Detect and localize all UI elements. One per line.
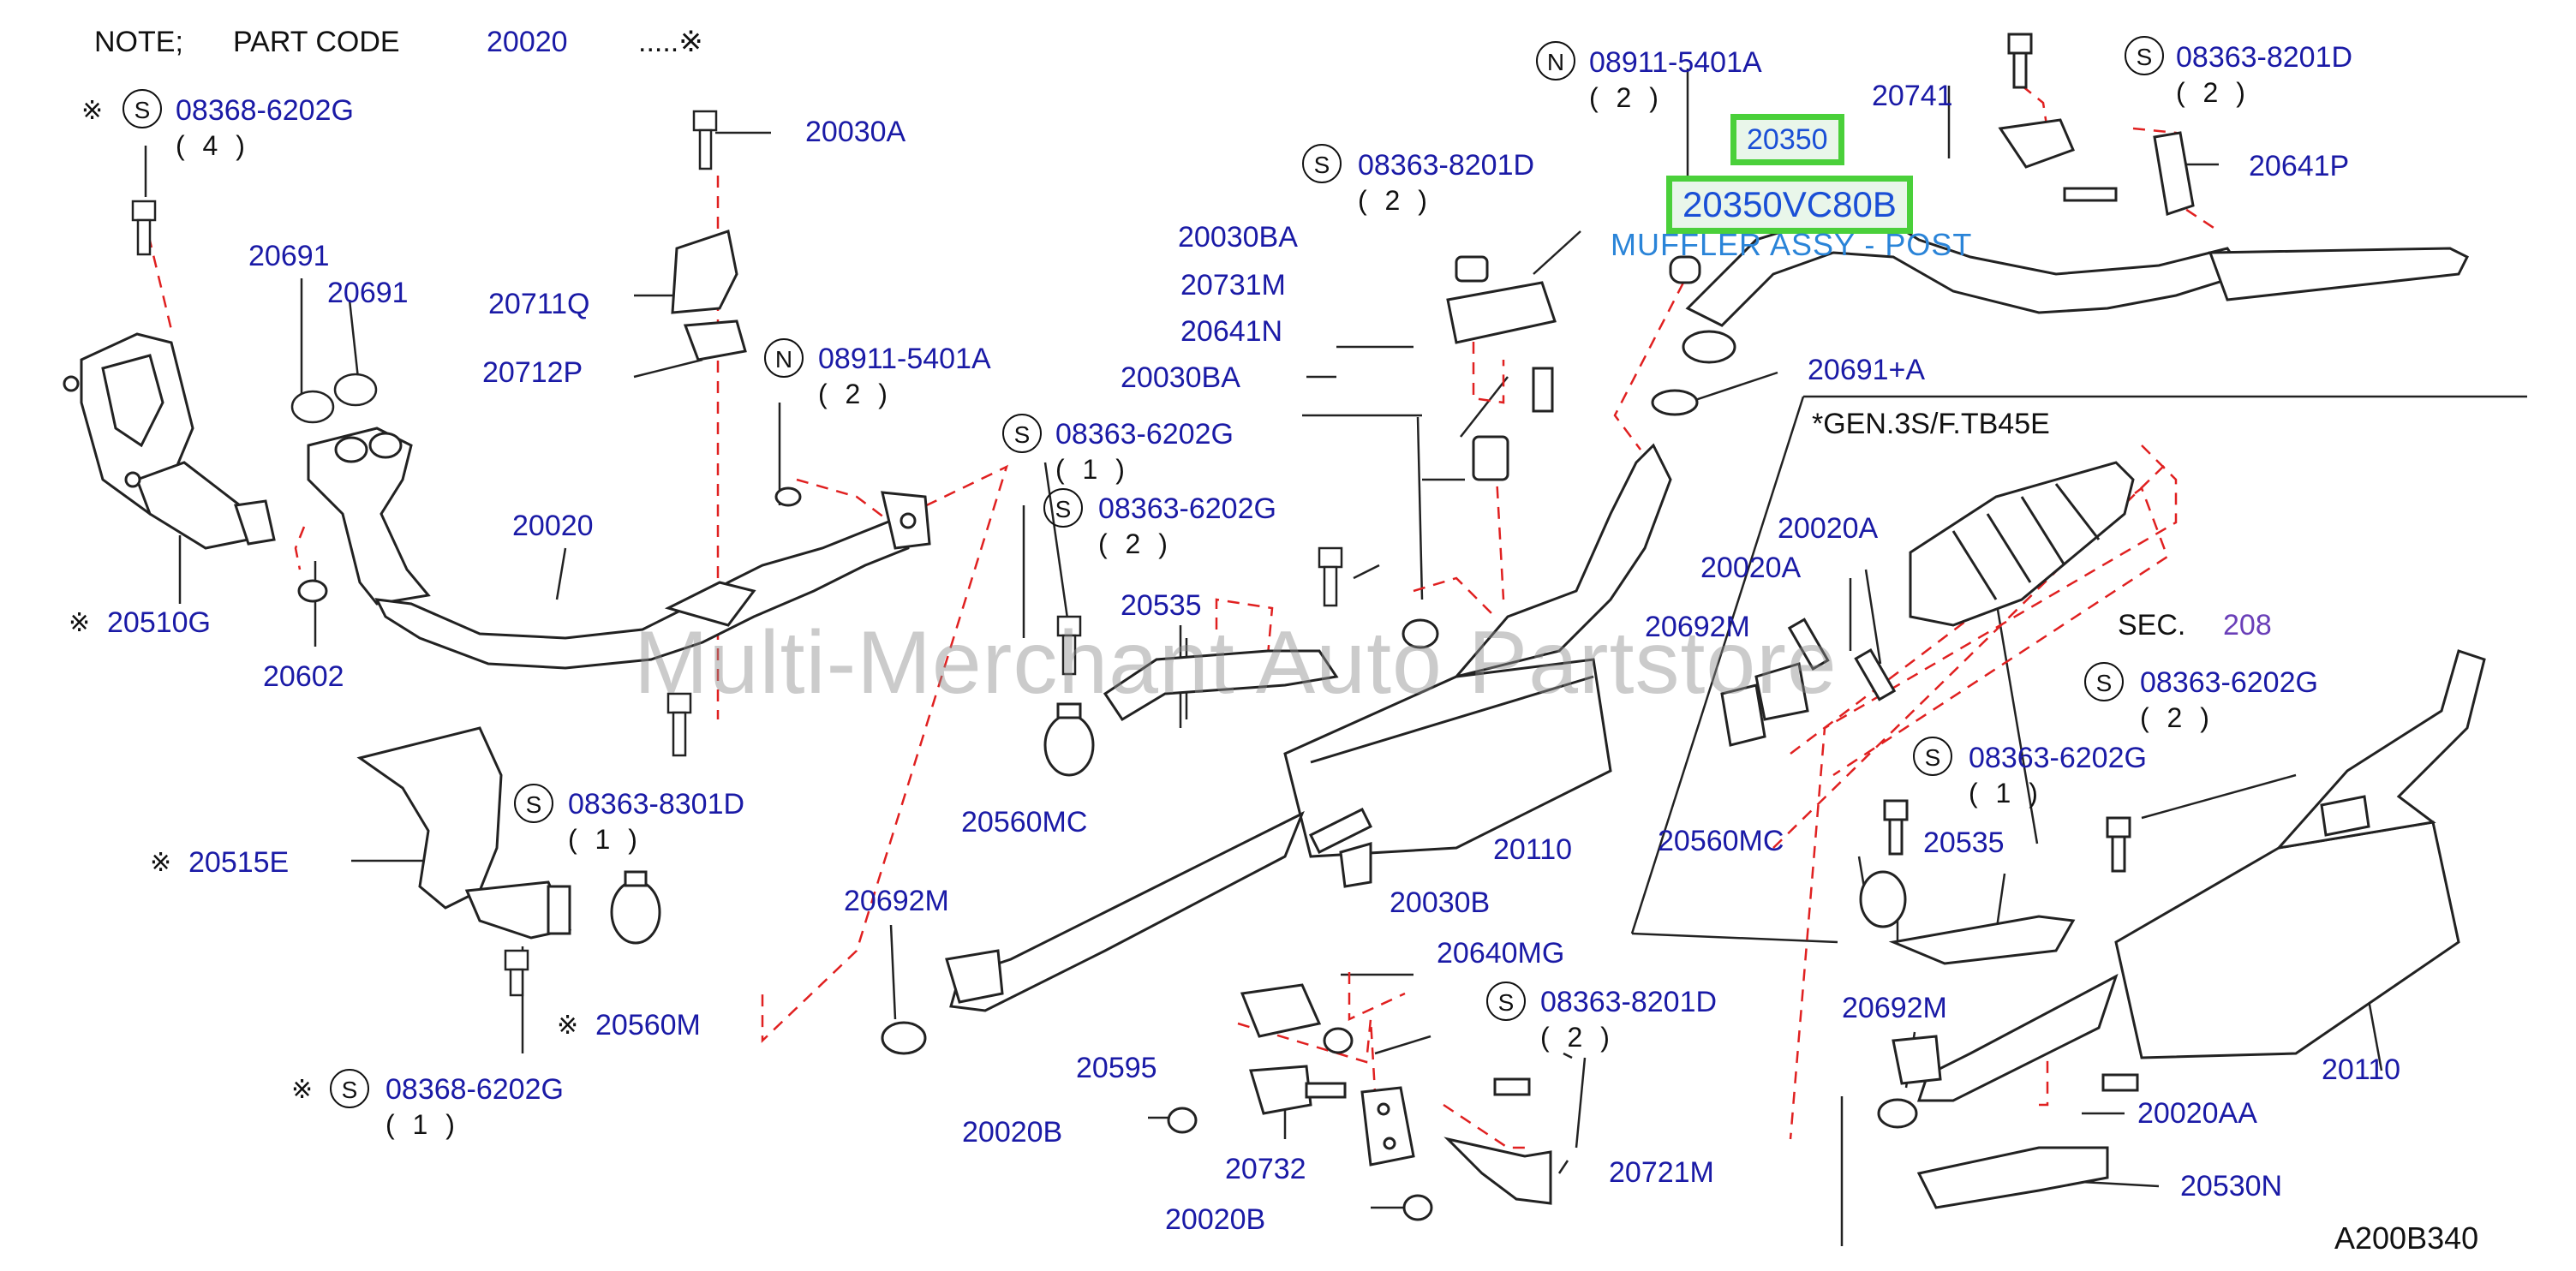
fastener-type-s: S (1486, 982, 1526, 1021)
fastener-qty: ( 2 ) (2176, 77, 2250, 108)
part-label-20020b[interactable]: 20020B (962, 1116, 1063, 1149)
asterisk-mark: ※ (69, 609, 91, 637)
asterisk-mark: ※ (557, 1011, 579, 1040)
part-label-20602[interactable]: 20602 (263, 660, 344, 693)
fastener-qty: ( 1 ) (1969, 778, 2043, 809)
fastener-type-s: S (1913, 737, 1952, 776)
part-label-20110[interactable]: 20110 (1493, 833, 1573, 866)
fastener-type-s: S (1043, 488, 1083, 528)
part-label-20691-plus-a[interactable]: 20691+A (1808, 354, 1926, 386)
part-label-20712p[interactable]: 20712P (482, 356, 583, 389)
fastener-code-08368-6202g[interactable]: 08368-6202G (386, 1073, 564, 1106)
fastener-code-08363-6202g[interactable]: 08363-6202G (2140, 666, 2318, 699)
fastener-code-08363-6202g[interactable]: 08363-6202G (1969, 742, 2147, 774)
part-label-20691[interactable]: 20691 (327, 277, 409, 309)
fastener-code-08363-8301d[interactable]: 08363-8301D (568, 788, 745, 820)
part-label-20641n[interactable]: 20641N (1180, 315, 1283, 348)
part-label-20732[interactable]: 20732 (1225, 1153, 1306, 1185)
part-label-20692m[interactable]: 20692M (1645, 611, 1750, 643)
part-label-20020a[interactable]: 20020A (1778, 512, 1879, 545)
highlighted-part-code[interactable]: 20350VC80B (1666, 176, 1913, 234)
fastener-type-s: S (514, 784, 553, 823)
fastener-qty: ( 2 ) (1358, 185, 1432, 216)
part-label-20691[interactable]: 20691 (248, 240, 330, 272)
part-label-20560mc[interactable]: 20560MC (961, 806, 1088, 838)
part-label-20741[interactable]: 20741 (1872, 80, 1953, 112)
fastener-qty: ( 1 ) (1055, 454, 1130, 485)
part-label-20535[interactable]: 20535 (1923, 826, 2005, 859)
watermark: Multi-Merchant Auto Partstore (634, 613, 1838, 713)
fastener-qty: ( 4 ) (176, 130, 250, 161)
part-label-20515e[interactable]: 20515E (188, 846, 290, 879)
fastener-code-08363-8201d[interactable]: 08363-8201D (2176, 41, 2353, 74)
fastener-qty: ( 2 ) (2140, 702, 2214, 733)
fastener-qty: ( 2 ) (818, 379, 893, 409)
asterisk-mark: ※ (291, 1076, 314, 1104)
fastener-code-08363-6202g[interactable]: 08363-6202G (1055, 418, 1234, 451)
part-label-20020aa[interactable]: 20020AA (2137, 1097, 2257, 1130)
sec-label: SEC. (2118, 609, 2186, 641)
part-label-20595[interactable]: 20595 (1076, 1052, 1157, 1084)
fastener-type-n: N (1536, 41, 1575, 81)
part-label-20030a[interactable]: 20030A (805, 116, 906, 148)
fastener-code-08911-5401a[interactable]: 08911-5401A (1589, 46, 1762, 79)
part-label-20110[interactable]: 20110 (2322, 1053, 2401, 1086)
part-label-20030ba[interactable]: 20030BA (1121, 361, 1240, 394)
fastener-code-08363-8201d[interactable]: 08363-8201D (1358, 149, 1535, 182)
fastener-type-n: N (764, 338, 804, 378)
part-label-20020[interactable]: 20020 (512, 510, 594, 542)
fastener-type-s: S (2125, 36, 2164, 75)
note-prefix: NOTE; (94, 26, 183, 58)
fastener-type-s: S (330, 1069, 369, 1108)
fastener-type-s: S (123, 89, 162, 128)
part-label-20510g[interactable]: 20510G (107, 606, 211, 639)
part-label-20711q[interactable]: 20711Q (488, 288, 590, 320)
fastener-type-s: S (2084, 662, 2124, 701)
part-label-20020b[interactable]: 20020B (1165, 1203, 1266, 1236)
part-label-20020a[interactable]: 20020A (1700, 552, 1802, 584)
highlighted-part-number[interactable]: 20350 (1730, 114, 1844, 165)
note-part-code[interactable]: 20020 (487, 26, 568, 58)
part-label-20560m[interactable]: 20560M (595, 1009, 701, 1041)
part-label-20535[interactable]: 20535 (1121, 589, 1202, 622)
diagram-reference-id: A200B340 (2334, 1220, 2479, 1256)
fastener-qty: ( 2 ) (1098, 528, 1173, 559)
fastener-type-s: S (1302, 144, 1342, 183)
fastener-code-08363-8201d[interactable]: 08363-8201D (1540, 986, 1718, 1018)
part-label-20731m[interactable]: 20731M (1180, 269, 1286, 301)
asterisk-mark: ※ (150, 849, 172, 877)
gen-note: *GEN.3S/F.TB45E (1812, 408, 2050, 440)
fastener-code-08363-6202g[interactable]: 08363-6202G (1098, 492, 1276, 525)
fastener-qty: ( 1 ) (386, 1109, 460, 1140)
part-label-20640mg[interactable]: 20640MG (1437, 937, 1565, 970)
note-part-code-label: PART CODE (233, 26, 400, 58)
asterisk-mark: ※ (81, 97, 104, 125)
muffler-assy-post-callout: MUFFLER ASSY - POST (1611, 227, 1973, 262)
part-label-20692m[interactable]: 20692M (844, 885, 949, 917)
fastener-type-s: S (1002, 414, 1042, 453)
fastener-code-08368-6202g[interactable]: 08368-6202G (176, 94, 354, 127)
sec-number-link[interactable]: 208 (2223, 609, 2272, 641)
part-label-20560mc[interactable]: 20560MC (1658, 825, 1784, 857)
part-label-20721m[interactable]: 20721M (1609, 1156, 1714, 1189)
part-label-20641p[interactable]: 20641P (2249, 150, 2350, 182)
fastener-qty: ( 1 ) (568, 824, 643, 855)
part-label-20030ba[interactable]: 20030BA (1178, 221, 1298, 254)
part-label-20030b[interactable]: 20030B (1390, 886, 1491, 919)
fastener-qty: ( 2 ) (1540, 1022, 1615, 1053)
fastener-code-08911-5401a[interactable]: 08911-5401A (818, 343, 991, 375)
part-label-20692m[interactable]: 20692M (1842, 992, 1947, 1024)
part-label-20530n[interactable]: 20530N (2180, 1170, 2283, 1202)
fastener-qty: ( 2 ) (1589, 82, 1664, 113)
note-suffix: .....※ (638, 26, 703, 58)
